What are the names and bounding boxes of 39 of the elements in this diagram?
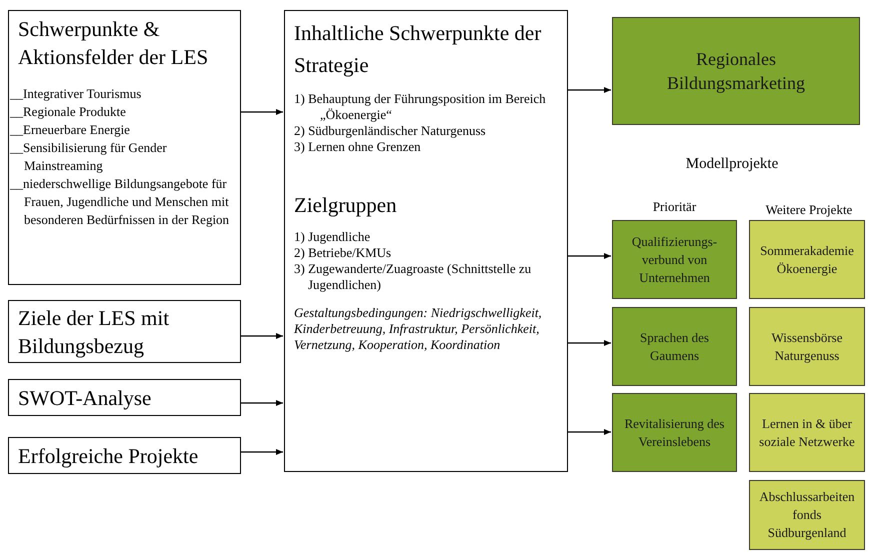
arrow <box>568 87 611 93</box>
text-box <box>8 10 241 285</box>
arrow <box>241 333 283 339</box>
group-label: Prioritär <box>652 198 698 216</box>
list-item: __Regionale Produkte <box>10 103 127 121</box>
input-box: Erfolgreiche Projekte <box>8 437 241 474</box>
text-line: 3) Zugewanderte/Zuagroaste (Schnittstelle zu Jugendlichen) <box>294 261 532 293</box>
box-heading: Schwerpunkte & Aktionsfelder der LES <box>18 16 210 71</box>
text-line: 2) Südburgenländischer Naturgenuss <box>294 123 487 139</box>
text-line: 2) Betriebe/KMUs <box>294 245 392 261</box>
section-heading: Zielgruppen <box>294 192 398 219</box>
input-box: SWOT-Analyse <box>8 379 241 416</box>
project-box: Sprachen des Gaumens <box>612 307 737 386</box>
list-item: __Erneuerbare Energie <box>10 121 131 139</box>
group-label: Weitere Projekte <box>764 201 854 219</box>
arrow <box>568 340 611 346</box>
input-box: Ziele der LES mit Bildungsbezug <box>8 300 241 363</box>
list-item: __niederschwellige Bildungsangebote für Frauen, Jugendliche und Menschen mit besonderen Bedürfnissen in der Region <box>10 175 230 229</box>
list-item: __Integrativer Tourismus <box>10 85 142 103</box>
arrow <box>568 253 611 259</box>
text-line: 1) Behauptung der Führungsposition im Bereich „Ökoenergie“ <box>294 91 547 123</box>
project-box: Sommerakademie Ökoenergie <box>749 220 865 299</box>
project-box: Qualifizierungs-verbund von Unternehmen <box>612 220 737 299</box>
project-box: Revitalisierung des Vereinslebens <box>612 393 737 472</box>
text-line: 1) Jugendliche <box>294 229 372 245</box>
arrow <box>241 400 283 406</box>
arrow <box>568 429 611 435</box>
project-box: Lernen in & über soziale Netzwerke <box>749 393 865 472</box>
list-item: __Sensibilisierung für Gender Mainstreaming <box>10 139 168 175</box>
arrow <box>241 109 283 115</box>
project-box: Regionales Bildungsmarketing <box>612 17 860 125</box>
text-line: 3) Lernen ohne Grenzen <box>294 139 422 155</box>
group-label: Modellprojekte <box>684 155 780 174</box>
project-box: Abschlussarbeiten fonds Südburgenland <box>749 480 865 550</box>
strategy-box <box>284 10 568 472</box>
text-line: Gestaltungsbedingungen: Niedrigschwelligkeit, Kinderbetreuung, Infrastruktur, Persönlichkeit, Vernetzung, Kooperation, Koordination <box>294 305 543 353</box>
project-box: Wissensbörse Naturgenuss <box>749 307 865 386</box>
section-heading: Inhaltliche Schwerpunkte der Strategie <box>294 20 542 79</box>
arrow <box>241 449 283 455</box>
